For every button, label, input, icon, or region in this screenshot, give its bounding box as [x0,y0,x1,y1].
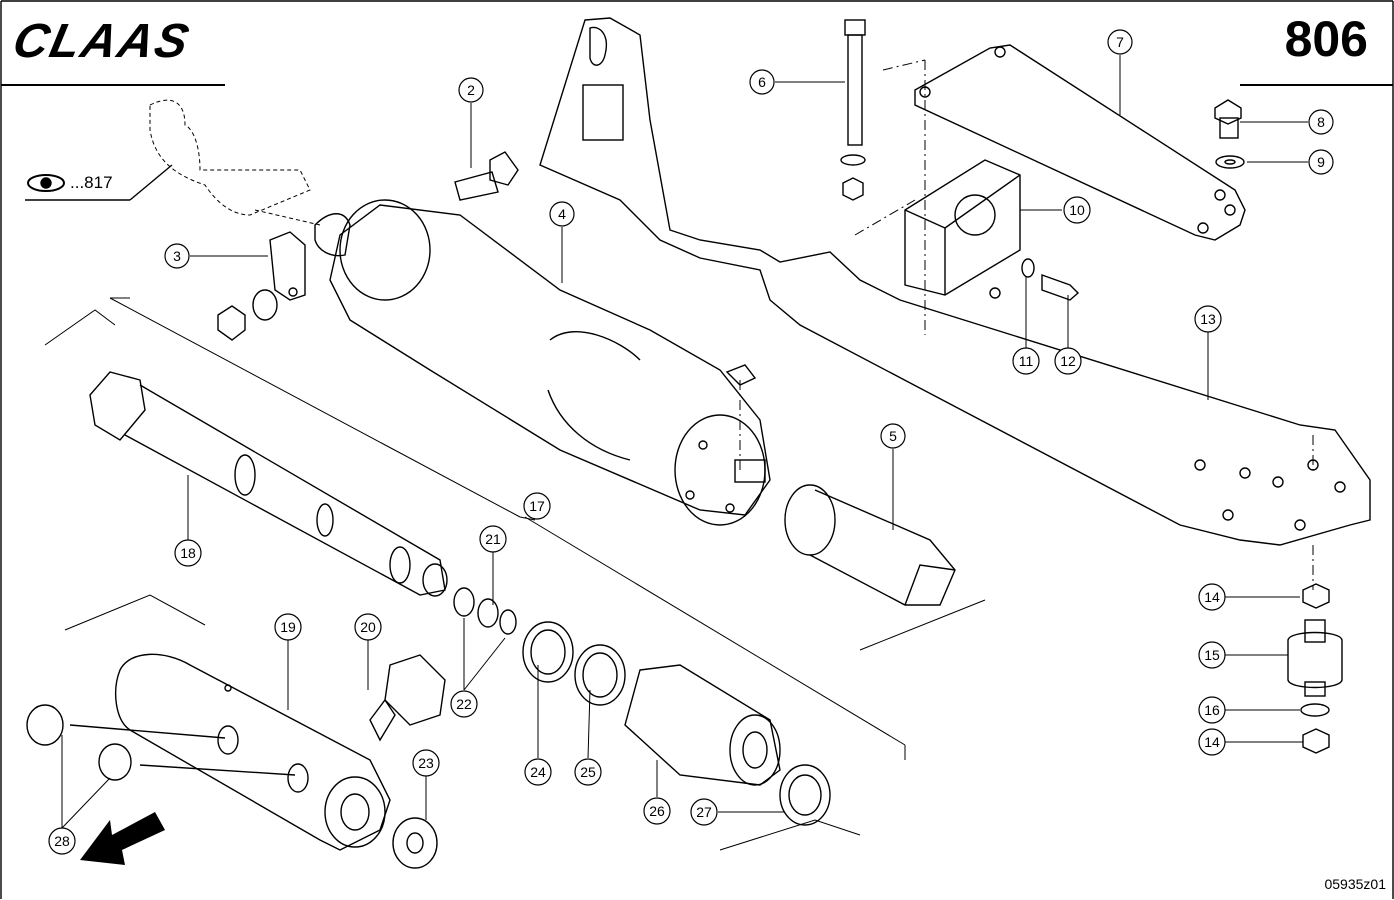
bolt-6 [840,19,866,201]
bolt-2 [454,151,519,201]
callout-10: 10 [1063,196,1091,224]
callout-18: 18 [174,539,202,567]
callout-13: 13 [1194,305,1222,333]
svg-text:21: 21 [485,531,501,547]
svg-text:20: 20 [360,619,376,635]
svg-text:18: 18 [180,545,196,561]
ghost-hose-outline [149,99,321,226]
svg-text:9: 9 [1317,154,1325,170]
svg-text:19: 19 [280,619,296,635]
plug-23 [392,817,438,869]
reference-leader [25,164,173,201]
callout-16: 16 [1198,696,1226,724]
piston-rod-18 [89,371,448,597]
callout-19: 19 [274,613,302,641]
frame-bracket-13 [539,17,1371,546]
svg-text:17: 17 [529,498,545,514]
callout-20: 20 [354,613,382,641]
fitting-20 [369,654,446,742]
washer-11-screw-12 [1021,258,1080,301]
svg-text:7: 7 [1116,34,1124,50]
callout-11: 11 [1012,347,1040,375]
svg-text:28: 28 [54,833,70,849]
valve-housing-19 [115,653,391,851]
clip-3-and-fasteners [217,231,306,341]
callout-24: 24 [524,758,552,786]
callout-9: 9 [1308,149,1334,175]
callout-27: 27 [690,798,718,826]
callout-12: 12 [1054,347,1082,375]
callout-2: 2 [458,77,484,103]
callout-21: 21 [479,525,507,553]
svg-text:15: 15 [1204,647,1220,663]
svg-text:8: 8 [1317,114,1325,130]
seal-rings-21-22 [453,587,517,635]
svg-text:14: 14 [1204,734,1220,750]
svg-text:16: 16 [1204,702,1220,718]
svg-text:10: 10 [1069,202,1085,218]
svg-text:6: 6 [758,74,766,90]
svg-text:22: 22 [456,696,472,712]
rings-24-25 [522,621,626,706]
callout-14-lower: 14 [1198,728,1226,756]
callout-7: 7 [1107,29,1133,55]
cylinder-4 [314,199,771,526]
callout-leaders [61,55,1308,829]
svg-text:25: 25 [580,764,596,780]
drawing-code: 05935z01 [1324,876,1386,892]
callout-17: 17 [523,492,551,520]
callout-23: 23 [412,749,440,777]
svg-text:12: 12 [1060,353,1076,369]
callout-15: 15 [1198,641,1226,669]
guide-26 [624,664,781,786]
svg-text:11: 11 [1019,353,1034,369]
callout-28: 28 [48,827,76,855]
ring-27 [779,764,831,826]
callout-14-upper: 14 [1198,583,1226,611]
mounting-block-10 [904,159,1021,296]
callout-26: 26 [643,797,671,825]
unions-28 [26,704,296,781]
callout-6: 6 [749,69,775,95]
page-number: 806 [1284,11,1368,67]
callout-22: 22 [450,690,478,718]
callouts: 2 3 4 5 6 7 8 9 10 11 12 13 14 15 16 14 … [48,29,1334,855]
callout-4: 4 [549,201,575,227]
sleeve-5 [784,484,956,606]
svg-text:4: 4 [558,206,566,222]
callout-5: 5 [880,423,906,449]
callout-25: 25 [574,758,602,786]
bolt-8 [1214,99,1245,169]
svg-text:23: 23 [418,755,434,771]
svg-text:27: 27 [696,804,712,820]
svg-text:5: 5 [889,428,897,444]
svg-text:2: 2 [467,82,475,98]
rubber-mount-15 [1287,583,1343,754]
callout-8: 8 [1308,109,1334,135]
direction-arrow-icon [80,812,165,865]
assembly-lines [44,297,986,851]
eye-icon [27,174,65,192]
svg-text:14: 14 [1204,589,1220,605]
cross-reference-label: ...817 [70,173,113,192]
svg-text:3: 3 [173,248,181,264]
svg-text:26: 26 [649,803,665,819]
svg-text:24: 24 [530,764,546,780]
svg-text:13: 13 [1200,311,1216,327]
callout-3: 3 [164,243,190,269]
